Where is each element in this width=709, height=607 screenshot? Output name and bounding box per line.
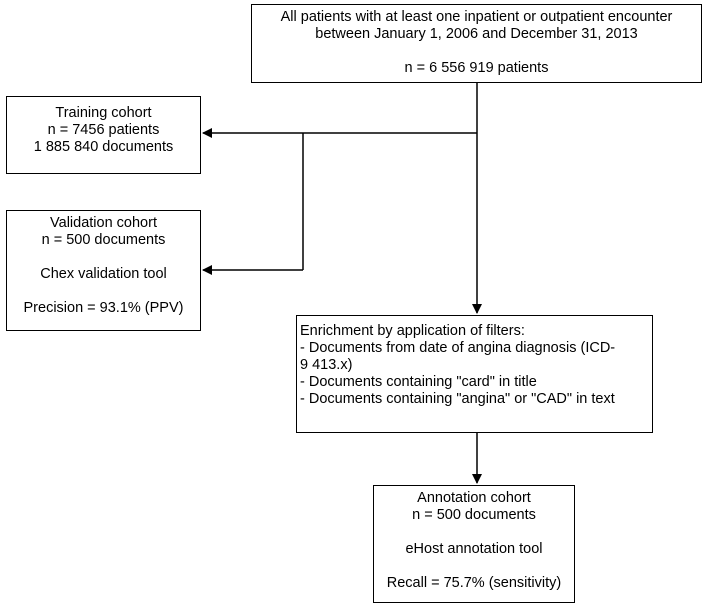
spacer <box>374 524 574 541</box>
annotation-cohort-count: n = 500 documents <box>412 507 536 523</box>
validation-cohort-title: Validation cohort <box>50 215 157 231</box>
all-patients-line-2: between January 1, 2006 and December 31,… <box>315 26 638 42</box>
annotation-tool: eHost annotation tool <box>405 541 543 557</box>
validation-cohort-box: Validation cohort n = 500 documents Chex… <box>6 210 201 331</box>
enrichment-filter-date-part2: 9 413.x) <box>300 357 353 373</box>
enrichment-filter-text: - Documents containing "angina" or "CAD"… <box>300 391 615 407</box>
enrichment-title: Enrichment by application of filters: <box>300 323 525 339</box>
enrichment-filter-date-part1: - Documents from date of angina diagnosi… <box>300 340 616 356</box>
training-cohort-documents: 1 885 840 documents <box>33 139 174 155</box>
all-patients-count: n = 6 556 919 patients <box>404 60 549 76</box>
annotation-cohort-title: Annotation cohort <box>417 490 531 506</box>
spacer <box>7 283 200 300</box>
spacer <box>374 558 574 575</box>
all-patients-line-1: All patients with at least one inpatient… <box>280 9 673 25</box>
training-cohort-patients: n = 7456 patients <box>47 122 160 138</box>
validation-cohort-count: n = 500 documents <box>41 232 166 248</box>
annotation-cohort-box: Annotation cohort n = 500 documents eHos… <box>373 485 575 603</box>
enrichment-box: Enrichment by application of filters: - … <box>296 315 653 433</box>
annotation-recall: Recall = 75.7% (sensitivity) <box>386 575 562 591</box>
training-cohort-box: Training cohort n = 7456 patients 1 885 … <box>6 96 201 174</box>
all-patients-box: All patients with at least one inpatient… <box>251 4 702 83</box>
spacer <box>7 249 200 266</box>
spacer <box>252 43 701 60</box>
enrichment-filter-title: - Documents containing "card" in title <box>300 374 537 390</box>
validation-tool: Chex validation tool <box>40 266 167 282</box>
training-cohort-title: Training cohort <box>55 105 152 121</box>
validation-precision: Precision = 93.1% (PPV) <box>23 300 184 316</box>
